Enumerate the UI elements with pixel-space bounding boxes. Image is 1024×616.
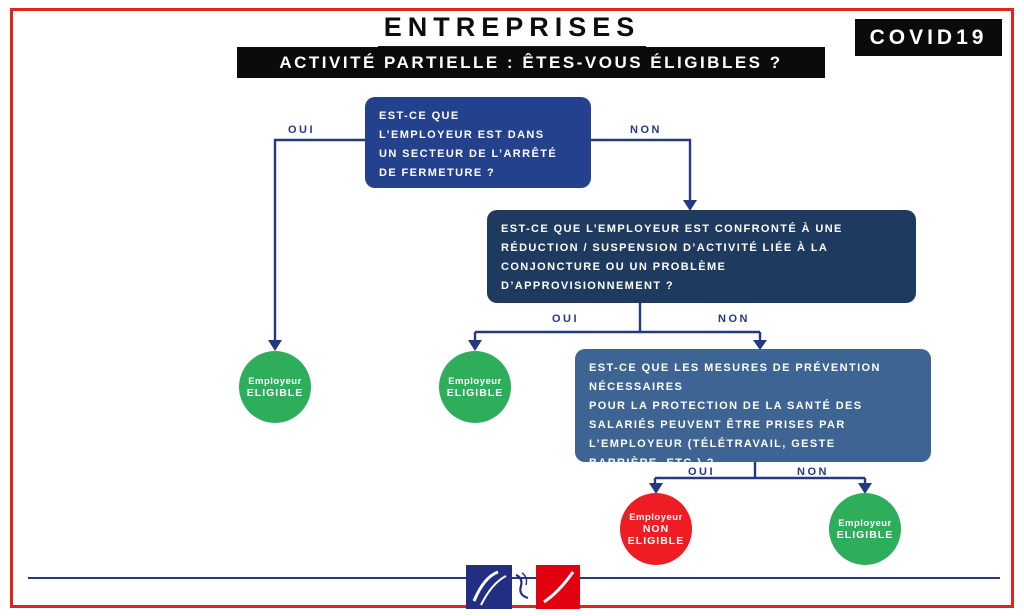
branch-label-oui-q1: OUI <box>288 124 316 136</box>
subtitle-banner: ACTIVITÉ PARTIELLE : ÊTES-VOUS ÉLIGIBLES… <box>237 47 825 78</box>
outcome-eligible-circle-1: Employeur ELIGIBLE <box>239 351 311 423</box>
marianne-flag-icon <box>466 565 580 609</box>
outcome-text-line: Employeur <box>629 511 683 523</box>
outcome-non-eligible-circle: Employeur NON ELIGIBLE <box>620 493 692 565</box>
question-box-closure-sector: EST-CE QUE L’EMPLOYEUR EST DANS UN SECTE… <box>365 97 591 188</box>
branch-label-non-q1: NON <box>630 124 662 136</box>
outcome-text-line: ELIGIBLE <box>836 528 894 541</box>
branch-label-non-q3: NON <box>797 466 829 478</box>
question-box-activity-reduction: EST-CE QUE L’EMPLOYEUR EST CONFRONTÉ À U… <box>487 210 916 303</box>
outcome-text-line: NON <box>642 522 670 535</box>
question-text-line: NÉCESSAIRES <box>589 380 684 393</box>
page-title: ENTREPRISES <box>377 12 647 48</box>
outcome-text-line: Employeur <box>838 517 892 529</box>
outcome-text-line: Employeur <box>248 375 302 387</box>
outcome-eligible-circle-3: Employeur ELIGIBLE <box>829 493 901 565</box>
french-government-logo <box>466 565 580 609</box>
branch-label-oui-q2: OUI <box>552 313 580 325</box>
question-text-line: D’APPROVISIONNEMENT ? <box>501 279 675 292</box>
outcome-text-line: ELIGIBLE <box>246 386 304 399</box>
question-box-prevention-measures: EST-CE QUE LES MESURES DE PRÉVENTION NÉC… <box>575 349 931 469</box>
question-text-line: UN SECTEUR DE L’ARRÊTÉ <box>379 147 558 160</box>
outcome-text-line: ELIGIBLE <box>627 534 685 547</box>
question-text-line: EST-CE QUE LES MESURES DE PRÉVENTION <box>589 362 881 374</box>
question-text-line: L’EMPLOYEUR (TÉLÉTRAVAIL, GESTE <box>589 437 836 450</box>
branch-label-oui-q3: OUI <box>688 466 716 478</box>
covid19-badge: COVID19 <box>855 19 1002 56</box>
question-text-line: CONJONCTURE OU UN PROBLÈME <box>501 260 727 273</box>
question-text-line: DE FERMETURE ? <box>379 166 496 179</box>
question-text-line: POUR LA PROTECTION DE LA SANTÉ DES <box>589 399 863 412</box>
outcome-text-line: Employeur <box>448 375 502 387</box>
branch-label-non-q2: NON <box>718 313 750 325</box>
question-text-line: EST-CE QUE <box>379 110 460 122</box>
question-text-line: L’EMPLOYEUR EST DANS <box>379 128 545 141</box>
question-text-line: RÉDUCTION / SUSPENSION D’ACTIVITÉ LIÉE À… <box>501 241 829 254</box>
question-text-line: BARRIÈRE, ETC.) ? <box>589 456 715 469</box>
outcome-eligible-circle-2: Employeur ELIGIBLE <box>439 351 511 423</box>
outcome-text-line: ELIGIBLE <box>446 386 504 399</box>
question-text-line: EST-CE QUE L’EMPLOYEUR EST CONFRONTÉ À U… <box>501 223 843 235</box>
question-text-line: SALARIÉS PEUVENT ÊTRE PRISES PAR <box>589 418 846 431</box>
page-title-wrap: ENTREPRISES <box>0 12 1024 48</box>
